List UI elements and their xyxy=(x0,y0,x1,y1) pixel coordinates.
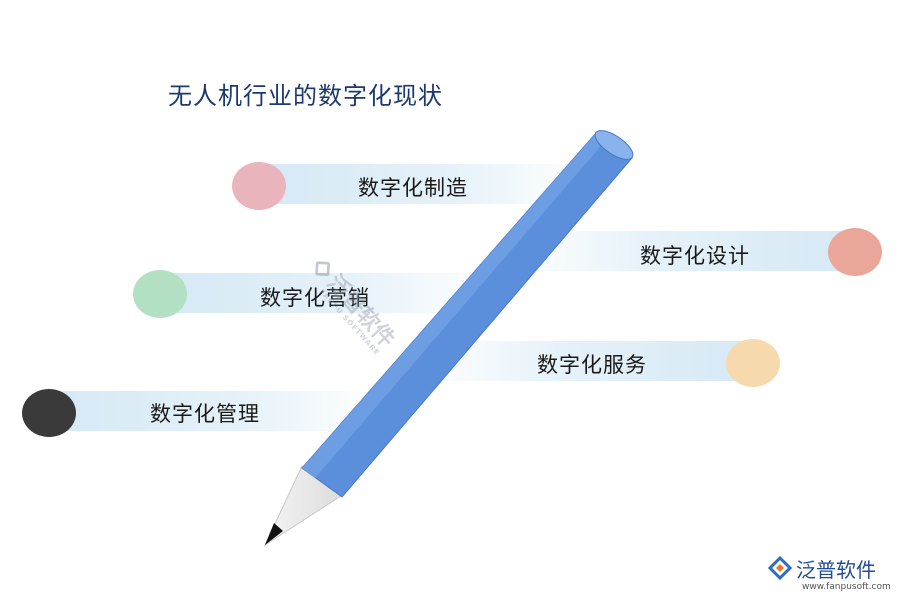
label-service: 数字化服务 xyxy=(537,353,647,377)
label-management: 数字化管理 xyxy=(150,402,260,426)
band-marketing xyxy=(158,273,488,313)
band-service xyxy=(420,341,760,381)
band-manufacturing xyxy=(258,164,588,204)
watermark: 泛普软件 FANPU SOFTWARE xyxy=(302,250,404,357)
band-management xyxy=(48,391,378,431)
dot-management xyxy=(22,389,76,437)
dot-marketing xyxy=(133,270,187,318)
pencil-highlight xyxy=(302,133,606,478)
label-manufacturing: 数字化制造 xyxy=(358,176,468,200)
dot-design xyxy=(828,228,882,276)
watermark-logo-icon xyxy=(315,261,331,277)
diagram-title: 无人机行业的数字化现状 xyxy=(168,82,443,110)
pencil-end-cap xyxy=(594,130,634,160)
brand-name: 泛普软件 xyxy=(796,558,876,582)
label-design: 数字化设计 xyxy=(640,244,750,268)
dot-manufacturing xyxy=(232,162,286,210)
pencil-body xyxy=(301,132,633,498)
dot-service xyxy=(726,339,780,387)
fanpu-logo-icon xyxy=(768,556,792,580)
band-design xyxy=(508,231,858,271)
pencil-lead xyxy=(265,523,283,545)
label-marketing: 数字化营销 xyxy=(260,286,370,310)
brand-url: www.fanpusoft.com xyxy=(802,582,891,592)
